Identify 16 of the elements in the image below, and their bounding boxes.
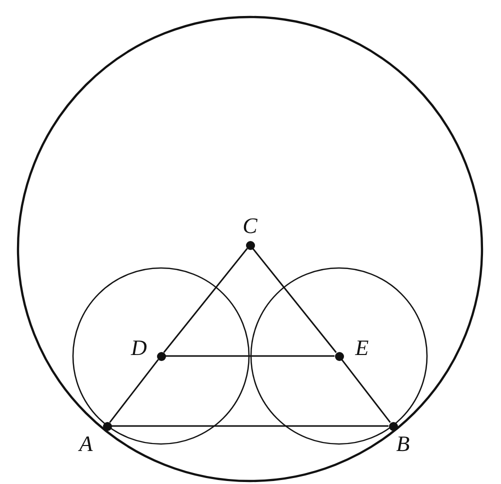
- line-segment: [163, 248, 248, 353]
- line-segment: [109, 359, 159, 423]
- line-segment: [166, 355, 334, 357]
- point-dot: [334, 352, 344, 360]
- point-label: E: [355, 337, 369, 359]
- line-segment: [112, 425, 388, 427]
- point-dot: [388, 422, 398, 430]
- line-segment: [252, 248, 337, 353]
- point-label: C: [242, 215, 258, 237]
- point-label: B: [396, 433, 410, 455]
- line-segment: [341, 359, 391, 423]
- point-dot: [102, 422, 112, 430]
- point-label: A: [79, 433, 93, 455]
- point-label: D: [131, 337, 147, 359]
- point-dot: [246, 240, 254, 250]
- point-dot: [156, 352, 166, 360]
